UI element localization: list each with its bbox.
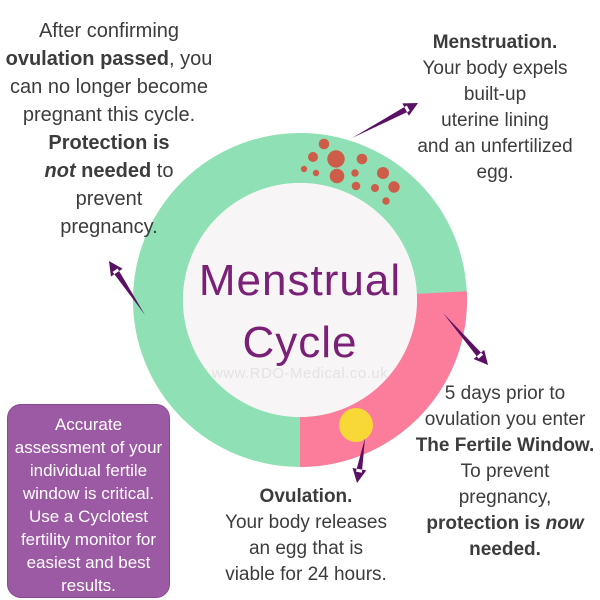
menstruation-dots: [300, 138, 400, 205]
arrow-to-menstruation-text: [352, 103, 419, 138]
ovulation-text: Ovulation. Your body releases an egg tha…: [225, 486, 387, 585]
after-ovulation-text: After confirming ovulation passed, you c…: [5, 20, 213, 238]
ovulation-egg-dot: [339, 408, 373, 442]
ring-inner-circle: [183, 183, 417, 417]
title-line2: Cycle: [242, 318, 358, 367]
fertile-window-text: 5 days prior to ovulation you enter The …: [415, 383, 595, 560]
arrow-to-ovulation-text: [352, 438, 367, 483]
arrows: [108, 103, 489, 483]
cyclotest-callout-box: Accurate assessment of your individual f…: [7, 404, 170, 598]
title-line1: Menstrual: [198, 256, 402, 305]
watermark: www.RDO-Medical.co.uk: [211, 365, 389, 382]
arrow-to-fertile-window-text: [443, 313, 489, 366]
diagram-title: Menstrual Cycle: [150, 250, 450, 374]
menstruation-text: Menstruation. Your body expels built-up …: [417, 32, 573, 183]
arrow-to-after-ovulation-text: [108, 261, 145, 315]
